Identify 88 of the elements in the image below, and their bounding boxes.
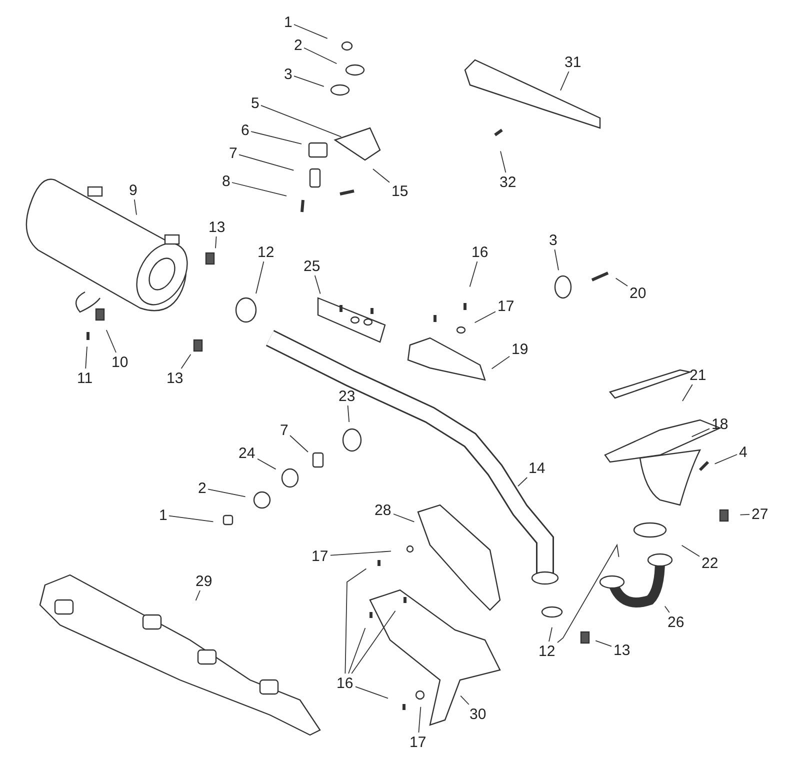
callout-number: 7 <box>279 422 290 438</box>
leader-line <box>491 356 510 370</box>
leader-line <box>304 47 338 64</box>
leader-line <box>418 706 422 733</box>
callout-number: 24 <box>238 444 256 462</box>
callout-number: 16 <box>470 244 490 260</box>
callout-number: 15 <box>390 182 410 200</box>
leader-line <box>344 568 367 674</box>
callout-number: 17 <box>408 734 428 750</box>
callout-number: 13 <box>612 642 632 658</box>
callout-number: 26 <box>666 614 686 630</box>
callout-number: 21 <box>688 366 708 384</box>
callout-number: 3 <box>548 232 558 248</box>
callout-number: 4 <box>738 444 748 460</box>
leader-line <box>347 405 350 422</box>
leader-line <box>180 354 192 369</box>
leader-line <box>355 686 388 699</box>
leader-line <box>460 695 470 705</box>
leader-line <box>557 544 620 643</box>
leader-line <box>681 544 700 557</box>
leader-line <box>134 199 137 216</box>
callout-number: 6 <box>240 122 250 138</box>
callout-number: 8 <box>221 172 232 190</box>
callout-number: 13 <box>166 370 184 386</box>
callout-number: 1 <box>283 14 294 30</box>
leader-line <box>595 640 612 647</box>
callout-number: 12 <box>538 642 556 660</box>
leader-line <box>615 278 628 286</box>
callout-number: 11 <box>76 370 94 386</box>
callout-number: 18 <box>710 416 730 432</box>
leader-line <box>232 182 287 196</box>
callout-number: 5 <box>250 94 260 112</box>
callout-number: 2 <box>293 36 304 54</box>
leader-line <box>314 275 321 294</box>
callout-number: 30 <box>468 706 488 722</box>
leader-line <box>294 24 328 39</box>
leader-line <box>500 150 506 173</box>
leader-line <box>372 168 390 183</box>
leader-line <box>257 458 276 470</box>
callout-number: 25 <box>302 258 322 274</box>
leader-line <box>351 610 396 674</box>
callout-number: 16 <box>336 674 354 692</box>
callout-number: 3 <box>283 66 294 82</box>
leader-line <box>85 346 88 369</box>
callout-number: 7 <box>228 144 238 162</box>
callout-number: 29 <box>194 572 214 590</box>
leader-line <box>294 76 324 87</box>
callout-number: 20 <box>628 284 648 302</box>
leader-line <box>330 550 392 556</box>
leader-line <box>208 488 246 498</box>
leader-line <box>195 590 200 601</box>
leader-line <box>260 104 342 138</box>
callout-number: 17 <box>496 298 516 314</box>
leader-line <box>518 477 528 487</box>
callout-number: 17 <box>310 548 330 564</box>
leader-line <box>714 454 738 464</box>
callout-number: 1 <box>158 506 168 524</box>
callout-number: 9 <box>128 182 138 198</box>
callout-number: 2 <box>197 480 208 496</box>
leader-line <box>256 261 264 294</box>
leader-line <box>560 71 570 91</box>
callout-number: 22 <box>700 554 720 572</box>
leader-line <box>740 514 750 516</box>
leader-line <box>548 626 552 642</box>
leader-line <box>238 154 294 171</box>
leader-line <box>682 384 693 402</box>
callout-number: 12 <box>256 244 276 260</box>
callout-number: 10 <box>110 354 130 370</box>
leader-line <box>393 514 415 522</box>
leader-line <box>215 236 217 249</box>
leader-line <box>106 330 116 353</box>
callout-number: 23 <box>338 388 356 404</box>
leader-line <box>554 249 559 271</box>
callout-number: 19 <box>510 340 530 358</box>
callout-number: 13 <box>208 218 226 236</box>
callout-number: 27 <box>750 506 770 522</box>
leader-line <box>168 515 214 522</box>
leader-line <box>348 628 366 674</box>
callout-number: 14 <box>528 460 546 476</box>
leader-line <box>691 428 710 438</box>
callout-number: 31 <box>564 54 582 70</box>
leader-line <box>290 435 308 452</box>
callout-number: 28 <box>374 502 392 518</box>
leader-line <box>250 131 302 144</box>
leader-line <box>469 261 478 288</box>
leader-line <box>474 311 496 324</box>
callout-number: 32 <box>498 174 518 190</box>
leader-line <box>664 606 670 613</box>
